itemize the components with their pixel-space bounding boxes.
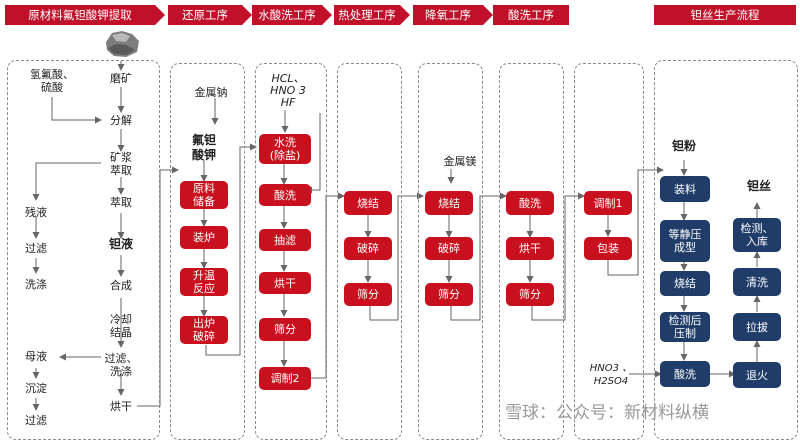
step-cool-crystal: 冷却 结晶 bbox=[110, 313, 132, 339]
step-decompose: 分解 bbox=[110, 114, 132, 127]
wire-step-inspect-store: 检测、 入库 bbox=[733, 218, 781, 252]
step-load-furnace: 装炉 bbox=[180, 226, 228, 249]
column-frame-raw bbox=[7, 60, 160, 440]
step-acid-wash-2: 酸洗 bbox=[506, 191, 554, 215]
wire-step-clean: 清洗 bbox=[733, 268, 781, 296]
step-suction-filter: 抽滤 bbox=[259, 229, 311, 251]
step-slurry-extract: 矿浆 萃取 bbox=[110, 151, 132, 177]
wire-step-acid-wash: 酸洗 bbox=[660, 361, 710, 387]
step-crush-2: 破碎 bbox=[425, 237, 473, 260]
step-acid-wash-1: 酸洗 bbox=[259, 184, 311, 206]
column-frame-acid bbox=[499, 63, 564, 440]
step-left-wash: 洗涤 bbox=[25, 278, 47, 291]
step-synthesis: 合成 bbox=[110, 279, 132, 292]
header-wire-production: 钽丝生产流程 bbox=[654, 5, 796, 25]
step-dry: 烘干 bbox=[110, 400, 132, 413]
step-extract: 萃取 bbox=[110, 196, 132, 209]
step-pack: 包装 bbox=[584, 237, 632, 260]
header-heat-treatment: 热处理工序 bbox=[334, 5, 410, 25]
column-frame-wire bbox=[654, 60, 798, 440]
ore-image bbox=[106, 31, 139, 57]
step-dry-1: 烘干 bbox=[259, 272, 311, 294]
step-sinter-1: 烧结 bbox=[344, 191, 392, 215]
column-frame-reduction bbox=[170, 63, 245, 440]
wire-step-load: 装料 bbox=[660, 176, 710, 202]
column-frame-deox bbox=[418, 63, 483, 440]
step-grind: 磨矿 bbox=[110, 72, 132, 85]
step-sinter-2: 烧结 bbox=[425, 191, 473, 215]
label-ta-liquid: 钽液 bbox=[108, 237, 133, 251]
header-reduction: 还原工序 bbox=[168, 5, 252, 25]
label-residue: 残液 bbox=[25, 206, 47, 219]
wire-step-inspect-press: 检测后 压制 bbox=[660, 312, 710, 342]
label-ta-powder: 钽粉 bbox=[671, 139, 696, 153]
wire-step-anneal: 退火 bbox=[733, 362, 781, 388]
label-acids-top: HCL、 HNO 3 HF bbox=[270, 72, 306, 109]
step-heat-react: 升温 反应 bbox=[180, 268, 228, 296]
step-sieve-1: 筛分 bbox=[259, 318, 311, 341]
label-mother-liquor: 母液 bbox=[25, 350, 47, 363]
step-adjust-1: 调制1 bbox=[584, 191, 632, 215]
label-acids-bottom: HNO3 、 H2SO4 bbox=[589, 363, 633, 387]
header-water-acid-wash: 水酸洗工序 bbox=[252, 5, 332, 25]
step-crush-1: 破碎 bbox=[344, 237, 392, 260]
header-deoxidation: 降氧工序 bbox=[413, 5, 493, 25]
label-metal-magnesium: 金属镁 bbox=[443, 155, 477, 168]
step-sieve-3: 筛分 bbox=[425, 283, 473, 306]
label-hf-acid: 氢氟酸、 硫酸 bbox=[30, 68, 74, 94]
wire-step-isostatic: 等静压 成型 bbox=[660, 220, 710, 262]
step-raw-storage: 原料 储备 bbox=[180, 181, 228, 209]
step-left-filter-1: 过滤 bbox=[25, 242, 47, 255]
column-frame-pack bbox=[574, 63, 644, 440]
step-sieve-4: 筛分 bbox=[506, 283, 554, 306]
step-filter-wash: 过滤、 洗涤 bbox=[104, 352, 138, 378]
watermark-text: 雪球：公众号：新材料纵横 bbox=[505, 403, 709, 423]
wire-step-sinter: 烧结 bbox=[660, 271, 710, 296]
step-discharge-crush: 出炉 破碎 bbox=[180, 316, 228, 344]
step-water-wash: 水洗 (除盐) bbox=[259, 134, 311, 164]
step-left-filter-2: 过滤 bbox=[25, 414, 47, 427]
label-k2taf7: 氟钽 酸钾 bbox=[191, 133, 216, 162]
step-dry-2: 烘干 bbox=[506, 237, 554, 260]
step-sieve-2: 筛分 bbox=[344, 283, 392, 306]
column-frame-wash bbox=[255, 63, 327, 440]
step-precipitate: 沉淀 bbox=[25, 382, 47, 395]
header-acid-wash: 酸洗工序 bbox=[493, 5, 569, 25]
column-frame-heat bbox=[337, 63, 402, 440]
label-ta-wire: 钽丝 bbox=[746, 179, 771, 193]
header-raw-material: 原材料氟钽酸钾提取 bbox=[5, 5, 165, 25]
step-adjust-2: 调制2 bbox=[259, 367, 311, 390]
wire-step-draw: 拉拔 bbox=[733, 313, 781, 341]
label-metal-sodium: 金属钠 bbox=[194, 86, 228, 99]
